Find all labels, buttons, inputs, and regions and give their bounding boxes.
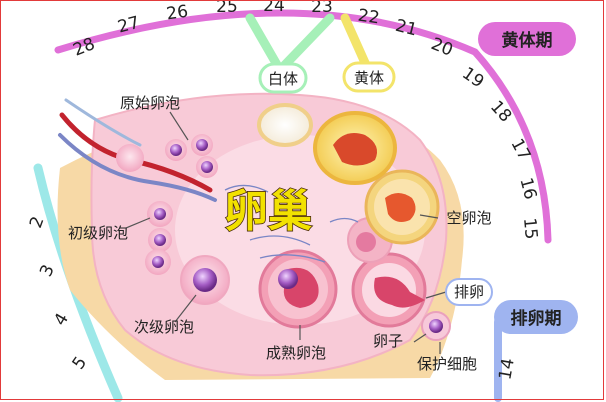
day-16: 16 — [515, 176, 540, 202]
label-protective-cells: 保护细胞 — [417, 355, 477, 373]
secondary-follicle — [180, 255, 230, 305]
released-ovum — [421, 311, 451, 341]
day-26: 26 — [165, 2, 189, 25]
label-ovum: 卵子 — [373, 332, 403, 350]
day-25: 25 — [216, 0, 238, 17]
ovulating-follicle — [351, 252, 427, 328]
day-15: 15 — [519, 217, 541, 240]
stroma-lines — [224, 184, 359, 263]
day-19: 19 — [458, 64, 487, 93]
label-empty-follicle: 空卵泡 — [446, 209, 491, 227]
day-21: 21 — [393, 16, 419, 41]
label-ovulatory-phase: 排卵期 — [511, 308, 562, 329]
day-4: 4 — [50, 310, 73, 329]
corpus-albicans-label-bg — [258, 62, 308, 94]
label-corpus-luteum: 黄体 — [354, 69, 384, 87]
label-luteal-phase: 黄体期 — [502, 30, 553, 51]
corpus-albicans-pointer — [245, 13, 335, 75]
luteal-phase-label-bg — [478, 22, 576, 56]
label-primary-follicle: 初级卵泡 — [68, 224, 128, 242]
day-14: 14 — [495, 357, 518, 382]
day-2: 2 — [26, 214, 48, 231]
ovulation-label-bg — [445, 278, 493, 306]
corpus-luteum-label-bg — [342, 61, 396, 93]
primordial-follicles — [116, 134, 218, 178]
day-5: 5 — [69, 353, 92, 373]
leader-lines — [125, 111, 447, 354]
empty-follicle — [364, 169, 440, 245]
mature-follicle — [258, 249, 338, 329]
label-mature-follicle: 成熟卵泡 — [266, 344, 326, 362]
day-27: 27 — [116, 13, 142, 38]
ovulatory-phase-label-bg — [494, 300, 578, 334]
blood-vessel-blue — [58, 133, 217, 202]
luteal-phase-band — [54, 9, 552, 244]
label-corpus-albicans: 白体 — [268, 70, 298, 88]
day-22: 22 — [357, 6, 381, 29]
label-secondary-follicle: 次级卵泡 — [134, 318, 194, 336]
day-3: 3 — [36, 262, 59, 280]
label-primordial-follicle: 原始卵泡 — [120, 94, 180, 112]
primary-follicles — [145, 201, 173, 275]
label-ovulation: 排卵 — [454, 283, 484, 301]
ovary-center-label: 卵巢 — [224, 186, 312, 237]
corpus-albicans — [257, 103, 313, 147]
corpus-luteum-pointer — [340, 13, 371, 70]
day-24: 24 — [263, 0, 285, 16]
blood-vessel-lightblue — [64, 98, 142, 147]
day-23: 23 — [311, 0, 333, 17]
corpus-luteum — [313, 111, 397, 185]
